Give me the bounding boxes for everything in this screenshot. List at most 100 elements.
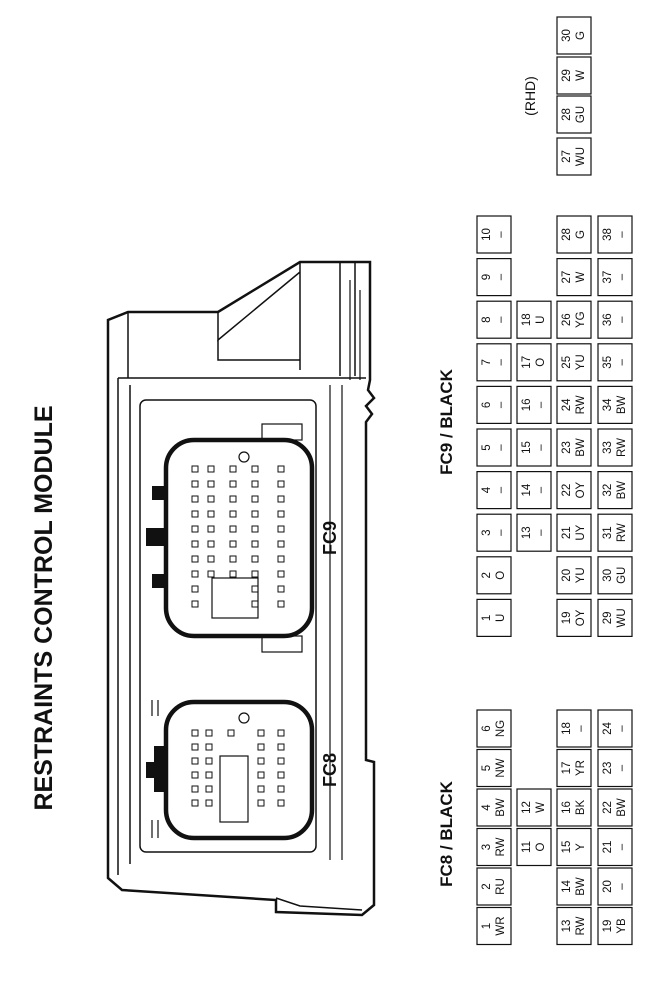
module-bottom-flange — [275, 897, 363, 911]
pin-cavity — [207, 525, 215, 533]
pin-wire-code: WU — [616, 608, 628, 627]
fc8-pin-cell: 21– — [597, 827, 633, 867]
pin-cavity — [251, 480, 259, 488]
pin-number: 21 — [561, 526, 573, 539]
pin-number: 23 — [561, 441, 573, 454]
pin-cavity — [277, 510, 285, 518]
pin-cavity — [229, 480, 237, 488]
pin-wire-code: W — [575, 272, 587, 283]
pin-wire-code: RW — [575, 916, 587, 935]
pin-wire-code: – — [495, 486, 507, 493]
pin-cell-border — [476, 513, 512, 552]
pin-cavity — [207, 555, 215, 563]
fc8-pin-cell: 24– — [597, 709, 633, 748]
fc9-pin-cell: 3– — [476, 513, 512, 552]
pin-cavity — [205, 799, 213, 807]
pin-cell-border — [597, 748, 633, 788]
pin-cell-border — [476, 428, 512, 467]
pin-cavity — [191, 525, 199, 533]
pin-cell-border — [556, 788, 592, 827]
pin-number: 3 — [481, 529, 493, 535]
fc8-pin-block — [219, 755, 249, 823]
fc9-pin-cell: 5– — [476, 428, 512, 467]
pin-number: 36 — [602, 313, 614, 326]
fc8-clip — [154, 746, 164, 792]
fc9-pin-cell: 10– — [476, 215, 512, 254]
fc8-pin-cell: 20– — [597, 867, 633, 906]
pin-number: 12 — [521, 801, 533, 814]
pin-cavity — [277, 495, 285, 503]
fc9-pin-cell: 16– — [516, 385, 552, 424]
pin-cell-border — [516, 428, 552, 467]
pin-wire-code: RU — [495, 878, 507, 895]
pin-cell-border — [516, 827, 552, 867]
pin-cell-border — [516, 513, 552, 552]
pin-cavity — [205, 785, 213, 793]
pin-wire-code: WR — [495, 916, 507, 935]
pin-cavity — [277, 785, 285, 793]
pin-cavity — [191, 585, 199, 593]
pin-number: 18 — [561, 722, 573, 735]
pin-wire-code: BW — [495, 798, 507, 817]
pin-wire-code: – — [616, 316, 628, 323]
pin-wire-code: BK — [575, 800, 587, 816]
pin-cell-border — [476, 906, 512, 946]
fc9-latch-top — [261, 423, 303, 441]
pin-wire-code: – — [616, 764, 628, 771]
pin-cell-border — [476, 343, 512, 382]
pin-cell-border — [597, 906, 633, 946]
fc8-pin-cavities — [191, 729, 285, 807]
fc9-pin-cell: 13– — [516, 513, 552, 552]
pin-number: 22 — [602, 801, 614, 814]
pin-cell-border — [556, 709, 592, 748]
pin-cell-border — [476, 471, 512, 510]
pin-wire-code: – — [616, 359, 628, 366]
pin-cavity — [277, 743, 285, 751]
pin-cell-border — [476, 598, 512, 638]
pin-number: 14 — [521, 483, 533, 496]
pin-cell-border — [556, 867, 592, 906]
pin-wire-code: Y — [575, 843, 587, 851]
fc9-pin-cell: 14– — [516, 471, 552, 510]
pin-number: 34 — [602, 398, 614, 411]
pin-cavity — [277, 585, 285, 593]
pin-number: 27 — [561, 271, 573, 284]
pin-cavity — [191, 510, 199, 518]
pin-number: 29 — [561, 69, 573, 82]
pin-cavity — [257, 799, 265, 807]
pin-cell-border — [556, 598, 592, 638]
pin-number: 11 — [521, 841, 533, 853]
pin-cell-border — [476, 385, 512, 424]
pin-wire-code: U — [535, 316, 547, 324]
pin-number: 15 — [521, 441, 533, 454]
pin-cell-border — [556, 906, 592, 946]
pin-cell-border — [556, 215, 592, 254]
pin-wire-code: NW — [495, 758, 507, 777]
pin-number: 2 — [481, 883, 493, 889]
pin-cavity — [229, 555, 237, 563]
pin-cell-border — [476, 748, 512, 788]
pin-cavity — [207, 570, 215, 578]
fc8-pin-cell: 23– — [597, 748, 633, 788]
pin-cavity — [251, 540, 259, 548]
fc9-pin-cavities — [191, 465, 285, 608]
pin-cavity — [257, 729, 265, 737]
pin-wire-code: – — [616, 843, 628, 850]
